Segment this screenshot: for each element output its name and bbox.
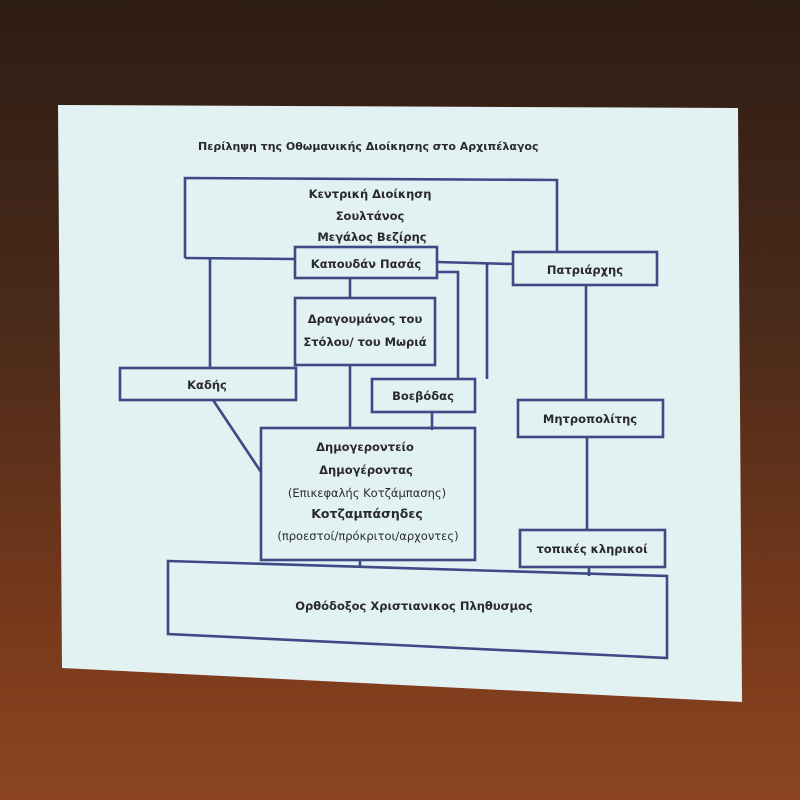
node-dimogerontio: Δημογεροντείο Δημογέροντας (Επικεφαλής Κ…: [259, 426, 477, 562]
svg-text:τοπικές κληρικοί: τοπικές κληρικοί: [536, 542, 648, 556]
svg-text:Δραγουμάνος του: Δραγουμάνος του: [308, 312, 423, 326]
node-mitropolitis: Μητροπολίτης: [516, 398, 665, 439]
node-kadis: Καδής: [118, 366, 298, 402]
svg-text:Κεντρική Διοίκηση: Κεντρική Διοίκηση: [309, 187, 432, 201]
svg-text:Μητροπολίτης: Μητροπολίτης: [543, 412, 637, 426]
svg-text:Βοεβόδας: Βοεβόδας: [392, 389, 454, 403]
svg-text:Κοτζαμπάσηδες: Κοτζαμπάσηδες: [311, 506, 423, 521]
svg-text:Δημογέροντας: Δημογέροντας: [319, 463, 413, 477]
projected-slide: [58, 105, 742, 702]
svg-text:(προεστοί/πρόκριτοι/αρχοντες): (προεστοί/πρόκριτοι/αρχοντες): [277, 529, 458, 543]
svg-text:Μεγάλος Βεζίρης: Μεγάλος Βεζίρης: [317, 230, 426, 244]
svg-text:(Επικεφαλής Κοτζάμπασης): (Επικεφαλής Κοτζάμπασης): [288, 486, 446, 500]
svg-text:Καδής: Καδής: [187, 378, 227, 392]
node-patriarch: Πατριάρχης: [511, 250, 659, 287]
svg-text:Δημογεροντείο: Δημογεροντείο: [316, 440, 414, 454]
node-local-clergy: τοπικές κληρικοί: [518, 528, 667, 569]
svg-text:Στόλου/ του Μωριά: Στόλου/ του Μωριά: [303, 335, 426, 349]
svg-text:Σουλτάνος: Σουλτάνος: [336, 209, 405, 223]
svg-text:Καπουδάν Πασάς: Καπουδάν Πασάς: [311, 257, 422, 271]
svg-text:Ορθόδοξος Χριστιανικος Πληθυσμ: Ορθόδοξος Χριστιανικος Πληθυσμος: [295, 599, 533, 613]
node-central-administration: Κεντρική Διοίκηση Σουλτάνος Μεγάλος Βεζί…: [183, 176, 559, 261]
svg-text:Πατριάρχης: Πατριάρχης: [547, 263, 623, 277]
connectors: [208, 258, 591, 576]
node-voevodas: Βοεβόδας: [370, 377, 477, 414]
diagram-title: Περίληψη της Οθωμανικής Διοίκησης στο Αρ…: [198, 140, 538, 153]
node-kapoudan-pasha: Καπουδάν Πασάς: [293, 245, 439, 280]
node-orthodox-population: Ορθόδοξος Χριστιανικος Πληθυσμος: [166, 559, 669, 660]
node-dragoumanos: Δραγουμάνος του Στόλου/ του Μωριά: [293, 296, 437, 367]
